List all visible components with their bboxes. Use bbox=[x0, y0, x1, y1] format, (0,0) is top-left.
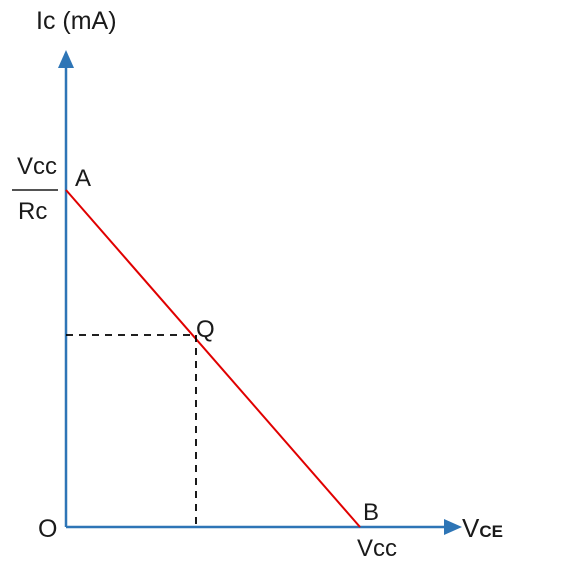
y-axis-arrowhead bbox=[58, 50, 74, 68]
y-axis-label: Ic (mA) bbox=[36, 7, 117, 35]
x-axis-arrowhead bbox=[444, 519, 462, 535]
vcc-over-rc-numerator: Vcc bbox=[17, 153, 57, 180]
point-a-label: A bbox=[75, 165, 91, 192]
vcc-over-rc-denominator: Rc bbox=[18, 198, 47, 225]
vcc-x-label: Vcc bbox=[357, 535, 397, 562]
point-q-label: Q bbox=[196, 316, 215, 343]
point-b-label: B bbox=[363, 499, 379, 526]
x-axis-label-subscript: CE bbox=[479, 522, 503, 541]
load-line bbox=[65, 189, 361, 528]
x-axis-label: VCE bbox=[462, 513, 503, 543]
x-axis-label-main: V bbox=[462, 513, 480, 543]
origin-label: O bbox=[38, 515, 57, 543]
